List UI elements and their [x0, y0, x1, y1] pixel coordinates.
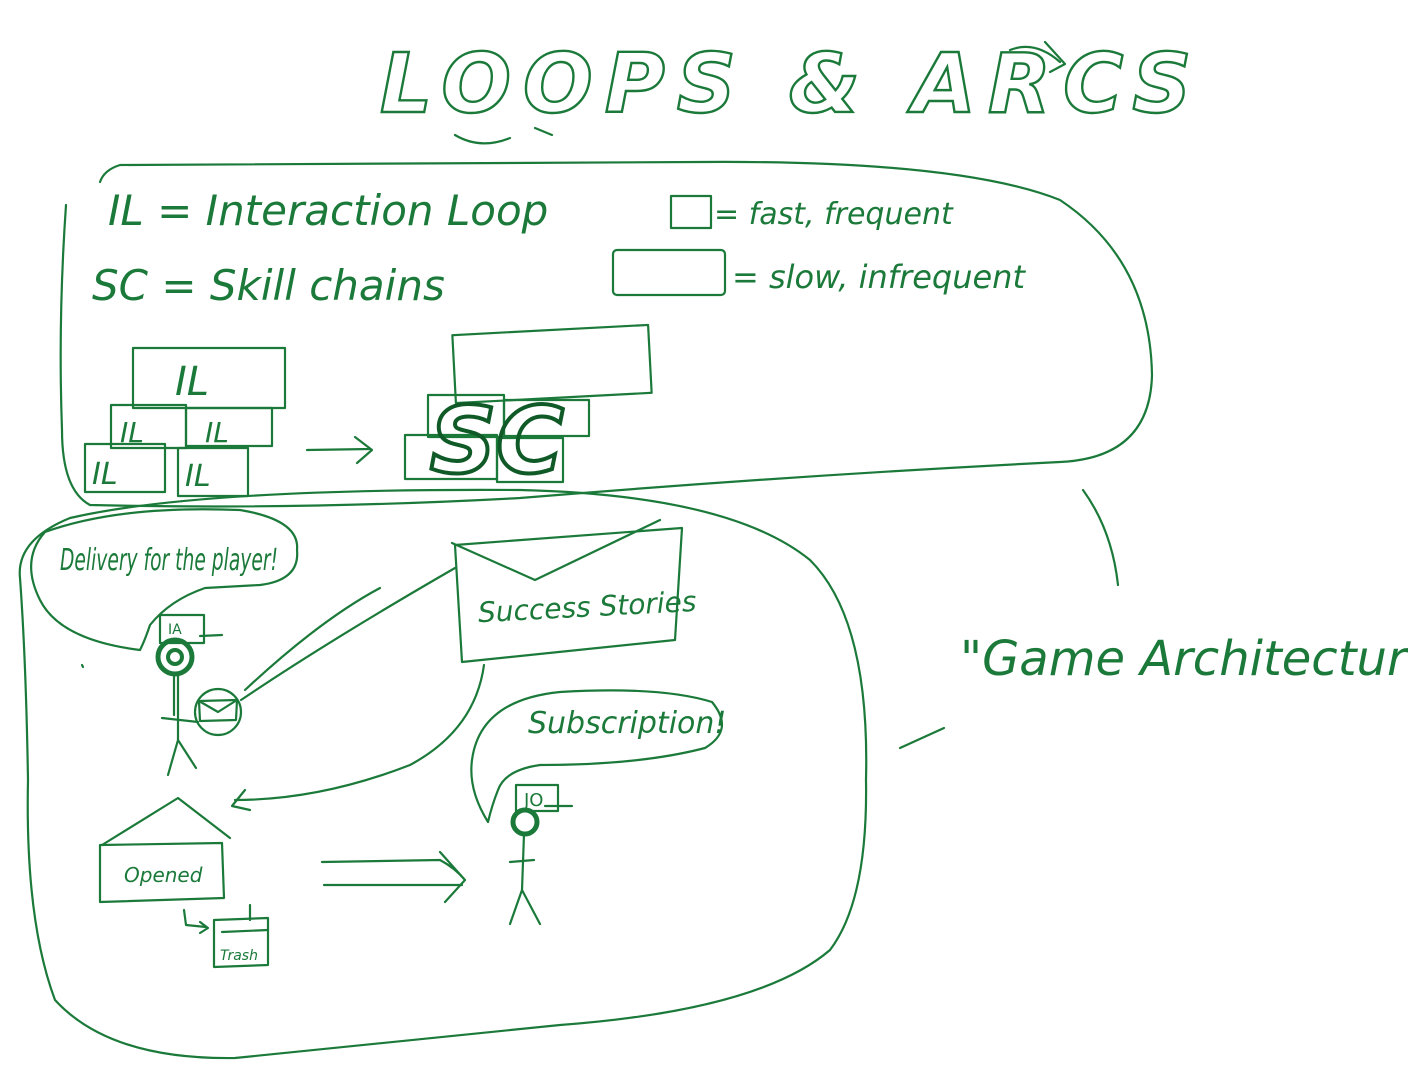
legend-fast-label: = fast, frequent [714, 197, 954, 232]
subscriber-head-icon [510, 807, 540, 837]
title-underline-scribble [453, 126, 554, 145]
sc-label: SC [430, 387, 564, 494]
sc-box-4 [495, 436, 565, 484]
opened-to-trash-arrow-icon [182, 908, 210, 935]
il-label-4: IL [185, 459, 211, 494]
envelope-flap [450, 518, 662, 582]
il-label-1: IL [120, 416, 144, 449]
game-architecture-connector-bottom [898, 726, 946, 750]
sc-definition: SC = Skill chains [92, 261, 445, 310]
envelope-body [453, 526, 684, 664]
legend-slow-label: = slow, infrequent [732, 258, 1026, 296]
player-figure [155, 613, 224, 777]
trash-label: Trash [220, 948, 258, 964]
player-body [160, 672, 200, 777]
trash-can-icon [212, 903, 270, 969]
il-box-4 [176, 446, 250, 498]
title-arrow-icon [1008, 40, 1067, 74]
jo-card [514, 783, 560, 813]
ia-card-line [198, 633, 224, 638]
player-head-icon [155, 637, 195, 677]
il-label-large: IL [175, 359, 209, 405]
stories-to-opened-line [233, 663, 486, 802]
skill-chain-stack [403, 323, 653, 484]
email-to-stories-line-2 [243, 586, 382, 692]
trash-lid-line [220, 903, 270, 934]
ia-card-label: IA [168, 622, 182, 638]
opened-envelope [98, 796, 232, 904]
stories-to-opened-arrowhead-icon [230, 788, 252, 812]
email-to-stories-line [239, 566, 457, 702]
opened-flap [100, 796, 232, 847]
subscription-bubble-text: Subscription! [528, 706, 726, 741]
email-circle [193, 687, 243, 737]
dot-mark [80, 663, 85, 669]
delivery-speech-bubble [30, 508, 299, 652]
il-label-2: IL [205, 416, 229, 449]
email-envelope-icon [197, 698, 239, 723]
jo-card-label: JO [523, 790, 543, 811]
il-definition: IL = Interaction Loop [108, 186, 548, 235]
legend-fast-box-icon [669, 194, 713, 230]
sc-box-large [451, 323, 653, 405]
il-box-2 [184, 406, 274, 448]
success-stories-label: Success Stories [477, 585, 697, 629]
interaction-loop-stack [83, 346, 287, 498]
page-title: LOOPS & ARCS [380, 37, 1203, 132]
legend-slow-box-icon [611, 248, 727, 297]
opened-body [98, 841, 226, 904]
subscriber-body [508, 832, 542, 926]
top-region-outline [59, 160, 1154, 508]
il-label-3: IL [92, 457, 118, 492]
game-architecture-quote: "Game Architecture" [960, 631, 1408, 687]
opened-to-subscriber-arrow-icon [320, 850, 467, 904]
opened-label: Opened [124, 863, 203, 887]
sc-box-2 [502, 398, 591, 438]
il-to-sc-arrow-icon [305, 435, 374, 465]
success-stories-envelope [450, 518, 684, 664]
il-box-3 [83, 442, 167, 494]
bottom-region-outline [18, 488, 868, 1060]
subscription-speech-bubble [470, 689, 723, 824]
player-head-inner [166, 648, 184, 666]
game-architecture-connector-top [1081, 488, 1120, 587]
subscriber-figure [508, 783, 574, 926]
delivery-bubble-text: Delivery for the player! [60, 543, 278, 578]
